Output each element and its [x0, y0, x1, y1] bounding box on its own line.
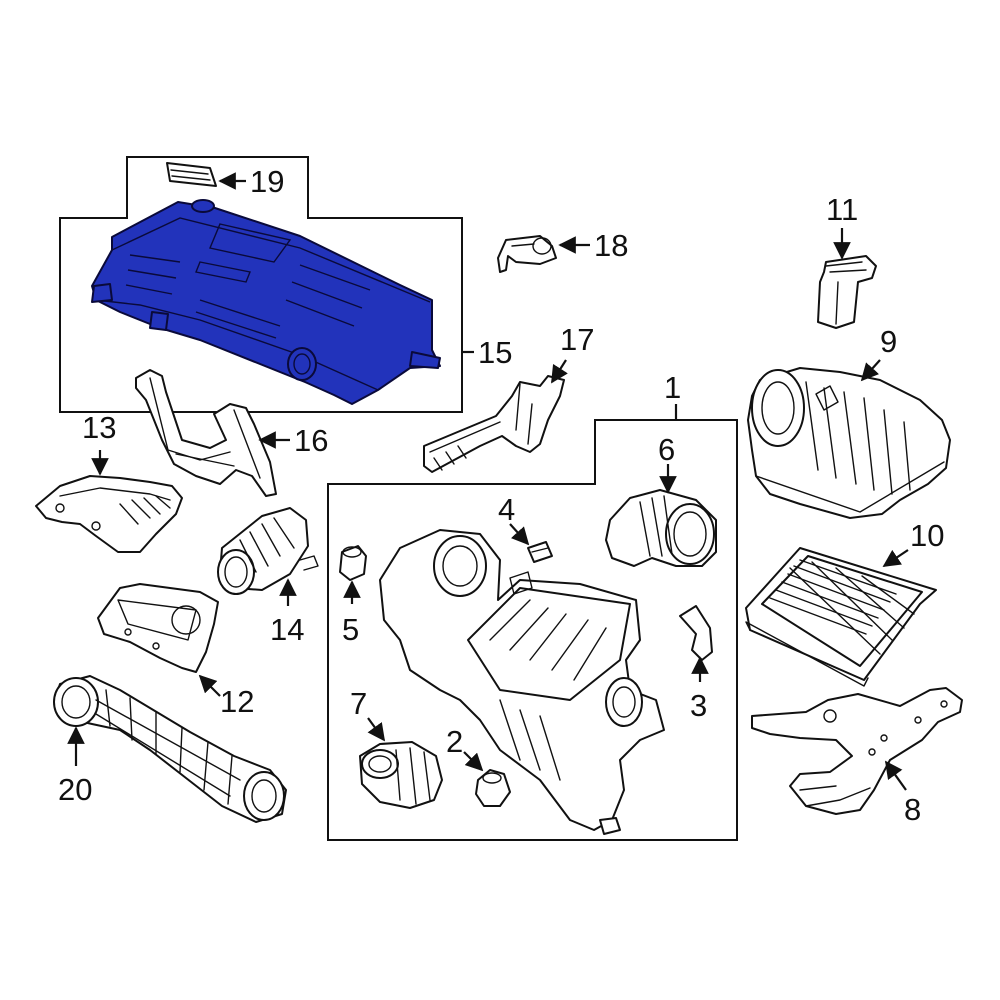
callout-13: 13 [82, 410, 116, 445]
air-cleaner-cover-part[interactable] [747, 367, 951, 519]
air-inlet-duct-part[interactable] [97, 583, 219, 673]
retainer-clip-part[interactable] [527, 541, 553, 563]
callout-17: 17 [560, 322, 594, 357]
label-plate-part[interactable] [166, 162, 217, 187]
callout-5: 5 [342, 612, 359, 647]
duct-bracket-part[interactable] [423, 375, 565, 473]
callout-12: 12 [220, 684, 254, 719]
air-cleaner-group-box [327, 419, 738, 841]
callout-6: 6 [658, 432, 675, 467]
mount-bracket-part[interactable] [35, 475, 183, 553]
air-flow-sensor-part[interactable] [817, 255, 877, 329]
callout-1: 1 [664, 370, 681, 405]
mounting-bracket-part[interactable] [751, 687, 963, 815]
rubber-grommet-part[interactable] [475, 769, 511, 807]
engine-cover-group-box [59, 156, 463, 413]
engine-cover-part[interactable] [91, 199, 441, 405]
callout-14: 14 [270, 612, 304, 647]
callout-7: 7 [350, 686, 367, 721]
clip-part[interactable] [497, 235, 557, 273]
air-cleaner-housing-part[interactable] [379, 529, 665, 835]
callout-2: 2 [446, 724, 463, 759]
callout-9: 9 [880, 324, 897, 359]
callout-16: 16 [294, 423, 328, 458]
intake-boot-part[interactable] [605, 489, 717, 567]
callout-11: 11 [826, 192, 858, 227]
callout-labels: 19 18 11 9 17 15 1 13 16 6 4 10 5 14 3 1… [58, 164, 944, 827]
hose-clamp-part[interactable] [679, 605, 713, 661]
intake-tube-part[interactable] [359, 741, 443, 809]
grommet-part[interactable] [339, 545, 367, 581]
leader-lines [67, 172, 909, 791]
callout-3: 3 [690, 688, 707, 723]
callout-15: 15 [478, 335, 512, 370]
callout-10: 10 [910, 518, 944, 553]
callout-4: 4 [498, 492, 515, 527]
air-filter-part[interactable] [745, 547, 937, 687]
inlet-hose-part[interactable] [53, 675, 287, 823]
support-bracket-part[interactable] [135, 369, 277, 497]
callout-19: 19 [250, 164, 284, 199]
callout-18: 18 [594, 228, 628, 263]
intake-hose-part[interactable] [217, 507, 319, 595]
callout-20: 20 [58, 772, 92, 807]
callout-8: 8 [904, 792, 921, 827]
